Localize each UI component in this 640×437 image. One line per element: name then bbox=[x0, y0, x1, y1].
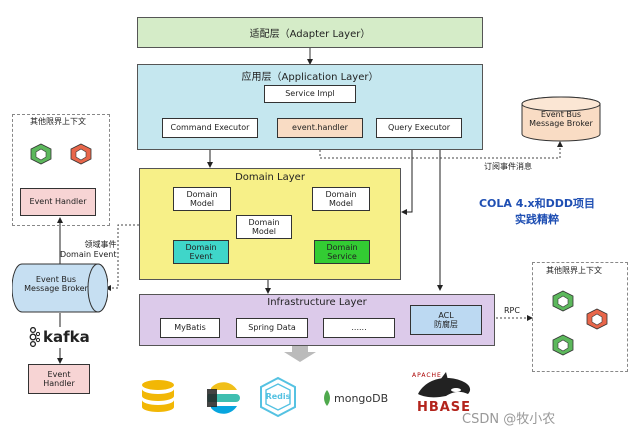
domain-event-box: Domain Event bbox=[173, 240, 229, 264]
right-event-bus bbox=[520, 96, 602, 142]
cube-green-icon bbox=[552, 334, 574, 356]
cube-green-icon bbox=[552, 290, 574, 312]
database-icon bbox=[140, 378, 176, 418]
right-context-title: 其他限界上下文 bbox=[546, 266, 602, 275]
infrastructure-layer-title: Infrastructure Layer bbox=[267, 297, 367, 308]
bottom-event-handler-box: Event Handler bbox=[28, 364, 90, 394]
domain-event-label: 领域事件 Domain Event bbox=[60, 240, 117, 259]
hbase-logo: APACHE HBASE bbox=[412, 372, 476, 420]
mongodb-label: mongoDB bbox=[334, 391, 389, 405]
query-executor-box: Query Executor bbox=[376, 118, 462, 138]
event-handler-box: event.handler bbox=[277, 118, 363, 138]
left-event-bus-label: Event Bus Message Broker bbox=[24, 275, 88, 293]
orca-icon bbox=[418, 372, 471, 398]
mongodb-logo: mongoDB bbox=[322, 388, 402, 408]
headline: COLA 4.x和DDD项目 实践精粹 bbox=[478, 197, 596, 226]
command-executor-box: Command Executor bbox=[162, 118, 258, 138]
service-impl-box: Service Impl bbox=[264, 85, 356, 103]
redis-label: Redis bbox=[265, 392, 291, 401]
watermark: CSDN @牧小农 bbox=[462, 412, 556, 427]
mybatis-box: MyBatis bbox=[160, 318, 220, 338]
acl-box: ACL 防腐层 bbox=[410, 305, 482, 335]
leaf-icon bbox=[324, 390, 330, 406]
subscribe-label: 订阅事件消息 bbox=[484, 162, 532, 171]
domain-model-center: Domain Model bbox=[236, 215, 292, 239]
domain-model-left: Domain Model bbox=[173, 187, 231, 211]
cube-red-icon bbox=[70, 143, 92, 165]
right-context-frame bbox=[532, 262, 628, 372]
kafka-logo: kafka bbox=[26, 326, 96, 348]
domain-layer-title: Domain Layer bbox=[235, 172, 305, 183]
redis-icon: Redis bbox=[258, 376, 298, 418]
right-event-bus-label: Event Bus Message Broker bbox=[529, 110, 593, 128]
left-context-frame bbox=[12, 114, 110, 226]
cube-red-icon bbox=[586, 308, 608, 330]
apache-label: APACHE bbox=[412, 372, 442, 379]
domain-service-box: Domain Service bbox=[314, 240, 370, 264]
kafka-label: kafka bbox=[43, 328, 90, 346]
ellipsis-box: ...... bbox=[323, 318, 395, 338]
adapter-layer-title: 适配层（Adapter Layer） bbox=[249, 29, 371, 40]
rpc-label: RPC bbox=[504, 306, 520, 315]
domain-model-right: Domain Model bbox=[312, 187, 370, 211]
elasticsearch-icon bbox=[205, 380, 241, 416]
left-context-title: 其他限界上下文 bbox=[30, 117, 86, 126]
hbase-label: HBASE bbox=[416, 400, 472, 415]
adapter-layer: 适配层（Adapter Layer） bbox=[137, 17, 483, 48]
left-event-bus bbox=[11, 262, 109, 314]
left-event-handler-box: Event Handler bbox=[20, 188, 96, 216]
kafka-icon bbox=[29, 327, 40, 347]
application-layer-title: 应用层（Application Layer） bbox=[241, 72, 379, 83]
cube-green-icon bbox=[30, 143, 52, 165]
spring-data-box: Spring Data bbox=[236, 318, 308, 338]
